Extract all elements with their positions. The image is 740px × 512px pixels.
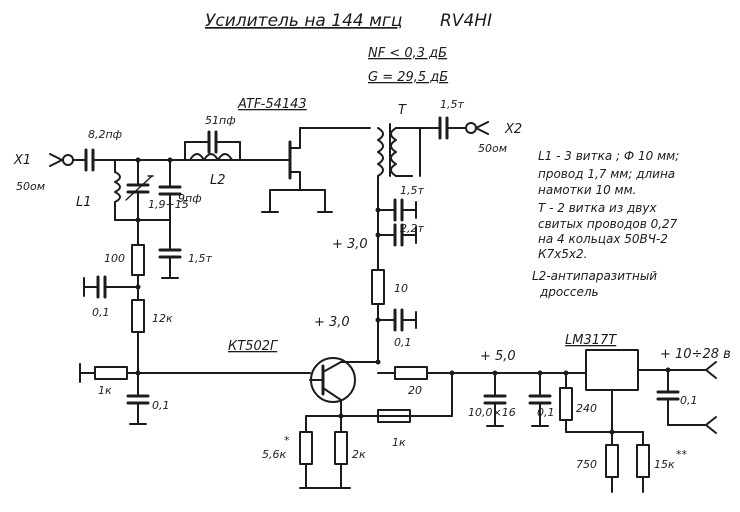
resistor-240	[559, 372, 573, 433]
junction-dot	[449, 370, 455, 376]
note-l1-line-3: намотки 10 мм.	[538, 183, 636, 197]
resistor-240-label: 240	[576, 402, 597, 415]
resistor-20-label: 20	[408, 384, 422, 397]
capacitor-2-2nf-drain	[377, 223, 417, 247]
input-connector	[49, 153, 85, 167]
five-volt-label: + 5,0	[480, 349, 516, 364]
transistor-q2-label: КТ502Г	[228, 339, 279, 354]
resistor-2k-label: 2к	[352, 448, 366, 461]
resistor-5-6k	[299, 415, 313, 489]
trimmer-capacitor	[125, 159, 154, 221]
transistor-q2	[309, 357, 379, 417]
note-l1-line-1: L1 - 3 витка ; Ф 10 мм;	[538, 149, 679, 163]
inductor-l1	[114, 159, 139, 221]
capacitor-10uf	[483, 372, 507, 427]
transistor-q1-label: ATF-54143	[237, 97, 307, 112]
resistor-1k-base	[79, 363, 311, 383]
capacitor-10uf-label: 10,0×16	[468, 406, 516, 419]
transformer-t-label: Т	[398, 103, 407, 118]
capacitor-1-5nf-out-label: 1,5т	[440, 98, 464, 111]
transistor-q1	[261, 127, 371, 213]
capacitor-0-1-drain	[377, 308, 417, 332]
inductor-l2	[184, 141, 241, 161]
input-impedance-label: 50ом	[16, 180, 45, 193]
capacitor-51pf	[207, 130, 218, 154]
capacitor-0-1-gate-label: 0,1	[92, 306, 110, 319]
capacitor-0-1-5v-label: 0,1	[537, 406, 555, 419]
supply-voltage-label: + 10÷28 в	[660, 347, 731, 362]
resistor-15k	[636, 431, 650, 493]
trimmer-capacitor-label: 1,9÷15	[148, 198, 189, 211]
output-connector	[446, 121, 489, 135]
capacitor-0-1-drain-label: 0,1	[394, 336, 412, 349]
inductor-l1-label: L1	[76, 195, 92, 210]
resistor-12k	[131, 299, 145, 333]
resistor-1k-feedback	[377, 409, 411, 423]
resistor-10	[371, 269, 385, 305]
resistor-20	[394, 366, 428, 380]
resistor-100-label: 100	[104, 252, 125, 265]
resistor-5-6k-mark: *	[284, 434, 290, 447]
capacitor-1-5nf-out	[438, 116, 449, 140]
note-t-line-3: на 4 кольцах 50ВЧ-2	[538, 232, 668, 246]
author-callsign: RV4HI	[440, 11, 492, 31]
note-l2-line-2: дроссель	[539, 285, 599, 299]
capacitor-8-2pf-label: 8,2пф	[88, 128, 122, 141]
resistor-15k-mark: **	[676, 448, 688, 461]
capacitor-0-1-5v	[528, 372, 552, 427]
gain-spec: G = 29,5 дБ	[368, 70, 448, 85]
capacitor-1-5nf-drain-label: 1,5т	[400, 184, 424, 197]
note-t-line-4: К7х5х2.	[538, 247, 587, 261]
capacitor-0-1-supply	[656, 369, 717, 434]
note-t-line-2: свитых проводов 0,27	[538, 217, 678, 231]
drain-voltage-label: + 3,0	[332, 237, 368, 252]
supply-connector	[705, 361, 717, 379]
resistor-5-6k-label: 5,6к	[262, 448, 286, 461]
resistor-1k-feedback-label: 1к	[392, 436, 406, 449]
note-l2-line-1: L2-антипаразитный	[532, 269, 657, 283]
resistor-1k-base-label: 1к	[98, 384, 112, 397]
resistor-750-label: 750	[576, 458, 597, 471]
resistor-2k	[299, 415, 351, 489]
collector-voltage-label: + 3,0	[314, 315, 350, 330]
resistor-12k-label: 12к	[152, 312, 173, 325]
inductor-l2-label: L2	[210, 173, 226, 188]
schematic-title: Усилитель на 144 мгц	[205, 11, 402, 31]
note-t-line-1: Т - 2 витка из двух	[538, 201, 657, 215]
output-port-label: X2	[504, 122, 522, 137]
capacitor-9pf	[158, 159, 182, 221]
capacitor-1-5nf-gate	[158, 219, 182, 279]
capacitor-9pf-label: 9пф	[178, 192, 202, 205]
transformer-t	[377, 123, 421, 177]
noise-figure-spec: NF < 0,3 дБ	[368, 46, 447, 61]
capacitor-1-5nf-gate-label: 1,5т	[188, 252, 212, 265]
regulator-lm317t	[585, 349, 639, 391]
capacitor-0-1-base	[126, 372, 150, 425]
note-l1-line-2: провод 1,7 мм; длина	[538, 167, 675, 181]
resistor-750	[605, 444, 619, 493]
capacitor-0-1-base-label: 0,1	[152, 399, 170, 412]
output-impedance-label: 50ом	[478, 142, 507, 155]
capacitor-1-5nf-drain	[377, 198, 417, 222]
regulator-lm317t-label: LM317T	[565, 333, 617, 348]
capacitor-2-2nf-drain-label: 2,2т	[400, 222, 424, 235]
capacitor-51pf-label: 51пф	[205, 114, 236, 127]
capacitor-0-1-gate	[83, 275, 139, 299]
input-port-label: X1	[13, 153, 31, 168]
capacitor-8-2pf	[84, 148, 95, 172]
resistor-10-label: 10	[394, 282, 408, 295]
capacitor-0-1-supply-label: 0,1	[680, 394, 698, 407]
resistor-100	[131, 244, 145, 276]
resistor-15k-label: 15к	[654, 458, 675, 471]
